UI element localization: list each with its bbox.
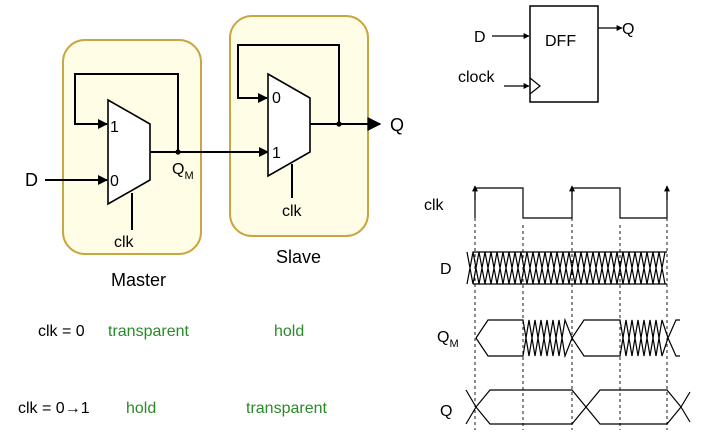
- slave-mux-in0-label: 0: [272, 90, 281, 107]
- master-label: Master: [111, 270, 166, 290]
- master-feedback-wire: [74, 73, 179, 152]
- slave-feedback-wire: [237, 44, 340, 124]
- dff-input-d-label: D: [474, 29, 486, 46]
- master-mux: [107, 98, 151, 206]
- dff-box: [529, 5, 599, 103]
- input-d-label: D: [25, 170, 38, 190]
- row2-master-state: hold: [126, 400, 156, 417]
- d-waveform-transitions: [472, 251, 666, 285]
- slave-label: Slave: [276, 247, 321, 267]
- output-q-label: Q: [390, 115, 404, 135]
- slave-clk-label: clk: [282, 203, 303, 220]
- row1-condition: clk = 0: [38, 323, 85, 340]
- qm-waveform-lower: [475, 317, 680, 357]
- dff-clock-label: clock: [458, 69, 495, 86]
- master-mux-in1-label: 1: [110, 119, 119, 136]
- timing-label-qm: QM: [437, 329, 459, 350]
- timing-label-clk: clk: [424, 197, 445, 214]
- row2-slave-state: transparent: [246, 400, 327, 417]
- row1-slave-state: hold: [274, 323, 304, 340]
- dff-output-q-label: Q: [622, 21, 634, 38]
- row1-master-state: transparent: [108, 323, 189, 340]
- qm-waveform-upper: [475, 319, 680, 359]
- qm-junction-dot: [175, 149, 181, 155]
- q-waveform-seg2: [585, 389, 691, 425]
- timing-label-q: Q: [440, 403, 452, 420]
- q-waveform-seg1: [465, 389, 587, 425]
- timing-label-d: D: [440, 261, 452, 278]
- slave-mux: [267, 72, 311, 178]
- clk-waveform: [474, 187, 668, 219]
- slave-mux-in1-label: 1: [272, 145, 281, 162]
- dff-clock-triangle-icon: [529, 77, 541, 95]
- qm-label: QM: [172, 161, 194, 182]
- row2-condition: clk = 0→1: [18, 400, 90, 417]
- master-mux-in0-label: 0: [110, 173, 119, 190]
- q-junction-dot: [336, 121, 342, 127]
- d-waveform: [466, 251, 667, 285]
- master-clk-label: clk: [114, 234, 135, 251]
- dff-label: DFF: [545, 33, 576, 50]
